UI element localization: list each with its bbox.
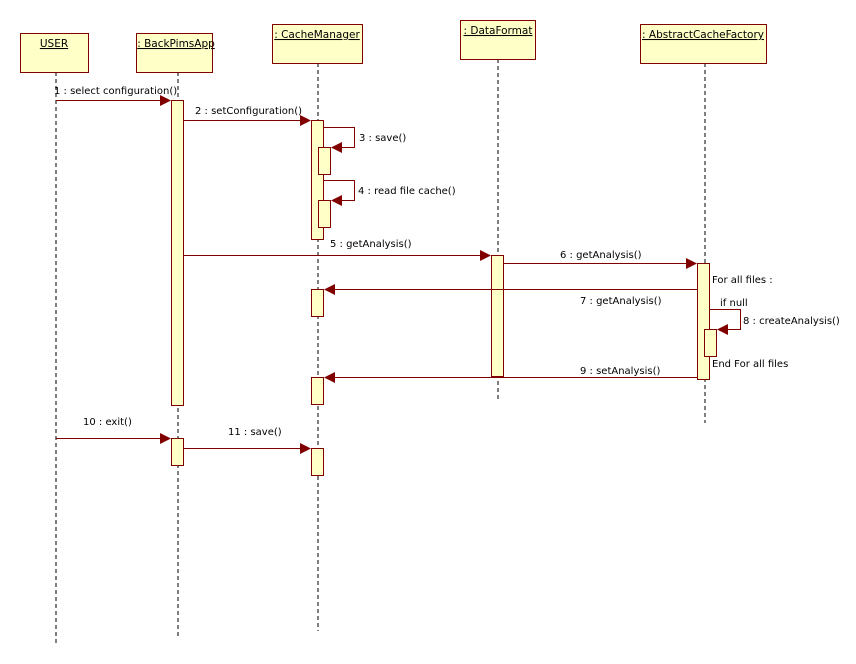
message-label: 11 : save() [228,427,282,438]
activation-abstractcachefactory [697,263,710,380]
message-8[interactable]: 8 : createAnalysis() [709,309,840,336]
message-7[interactable]: 7 : getAnalysis() [324,284,697,307]
message-label: 6 : getAnalysis() [560,250,642,261]
message-1[interactable]: 1 : select configuration() [54,86,177,106]
object-label: USER [40,38,68,50]
message-label: 4 : read file cache() [358,186,456,197]
object-abstractcachefactory[interactable]: : AbstractCacheFactory [640,24,767,64]
message-6[interactable]: 6 : getAnalysis() [503,250,697,269]
message-2[interactable]: 2 : setConfiguration() [183,106,311,126]
message-label: 9 : setAnalysis() [580,366,660,377]
activation-factory-createanalysis [704,329,717,357]
guard-note: if null [720,298,748,309]
message-3[interactable]: 3 : save() [323,127,407,154]
message-label: 7 : getAnalysis() [580,296,662,307]
activation-cachemanager-getanalysis [311,289,324,317]
message-4[interactable]: 4 : read file cache() [323,180,456,207]
message-label: 5 : getAnalysis() [330,239,412,250]
message-11[interactable]: 11 : save() [183,427,311,454]
object-label: : BackPimsApp [137,38,215,50]
activation-cachemanager-setanalysis [311,377,324,405]
activation-cachemanager-save2 [311,448,324,476]
message-10[interactable]: 10 : exit() [56,417,171,444]
message-label: 3 : save() [359,133,406,144]
object-dataformat[interactable]: : DataFormat [460,20,536,60]
loop-start-note: For all files : [712,275,773,286]
object-label: : AbstractCacheFactory [642,29,764,41]
activation-backpimsapp-exit [171,438,184,466]
object-user[interactable]: USER [20,33,89,73]
message-9[interactable]: 9 : setAnalysis() [324,366,697,383]
message-label: 10 : exit() [83,417,132,428]
activation-dataformat [491,255,504,377]
loop-end-note: End For all files [712,359,788,370]
object-label: : DataFormat [464,25,533,37]
message-label: 1 : select configuration() [54,86,177,97]
object-label: : CacheManager [274,29,360,41]
message-5[interactable]: 5 : getAnalysis() [183,239,491,261]
message-label: 2 : setConfiguration() [195,106,302,117]
message-label: 8 : createAnalysis() [743,316,840,327]
activation-cachemanager-readcache [318,200,331,228]
object-backpimsapp[interactable]: : BackPimsApp [136,33,216,73]
activation-backpimsapp-1 [171,100,184,406]
object-cachemanager[interactable]: : CacheManager [272,24,363,64]
activation-cachemanager-save [318,147,331,175]
